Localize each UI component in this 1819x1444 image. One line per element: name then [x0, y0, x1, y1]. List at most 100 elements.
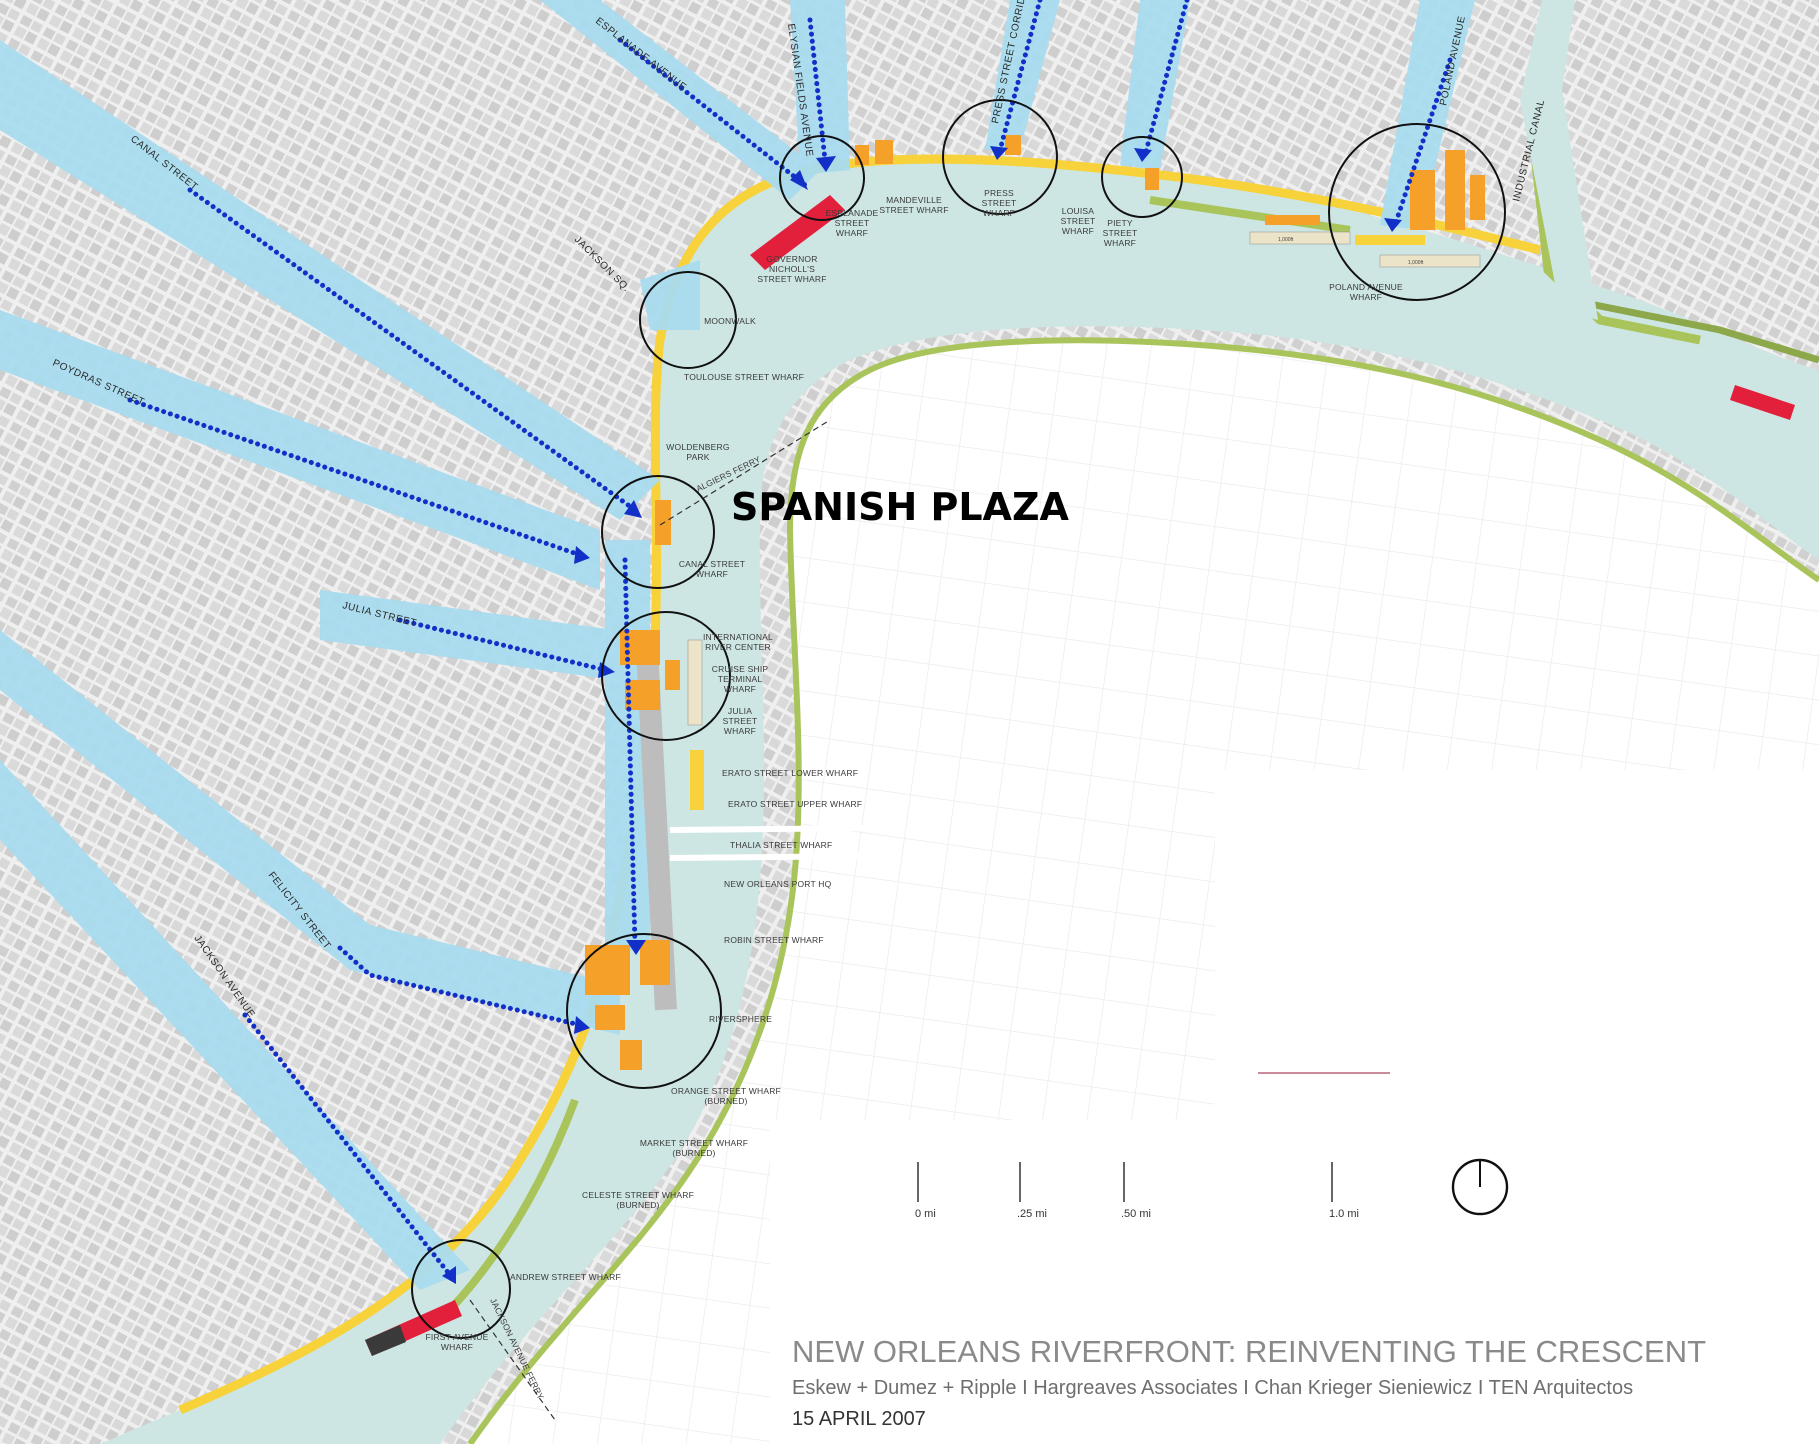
label-esplanade-wharf-3: WHARF	[836, 228, 868, 238]
label-piety-1: PIETY	[1107, 218, 1133, 228]
label-market-1: MARKET STREET WHARF	[640, 1138, 748, 1148]
label-canal-wharf-2: WHARF	[696, 569, 728, 579]
wharf-labels-burned: ORANGE STREET WHARF (BURNED) MARKET STRE…	[425, 1086, 780, 1352]
arrow-poland	[1392, 57, 1453, 228]
barge-poland	[1379, 254, 1481, 268]
label-erato-lower: ERATO STREET LOWER WHARF	[722, 768, 858, 778]
wharf-labels: ESPLANADE STREET WHARF MANDEVILLE STREET…	[666, 188, 1403, 736]
scale-label-100: 1.0 mi	[1329, 1208, 1359, 1220]
poland-corridor	[1380, 0, 1475, 230]
label-esplanade-wharf-1: ESPLANADE	[826, 208, 879, 218]
arrowhead-poland	[1384, 218, 1402, 232]
label-cruise-2: TERMINAL	[718, 674, 763, 684]
riversphere-site-3	[595, 1005, 625, 1030]
label-orange-1: ORANGE STREET WHARF	[671, 1086, 781, 1096]
circle-moonwalk	[639, 271, 737, 369]
poland-site-2	[1445, 150, 1465, 230]
circle-spanish-plaza	[601, 475, 715, 589]
label-julia-wharf-1: JULIA	[728, 706, 752, 716]
title-firms: Eskew + Dumez + Ripple I Hargreaves Asso…	[792, 1377, 1633, 1399]
jackson-ferry-route	[469, 1299, 556, 1421]
lower-ninth-levee	[1569, 296, 1819, 364]
label-julia-wharf-3: WHARF	[724, 726, 756, 736]
first-avenue-wharf-dark	[365, 1325, 406, 1356]
bridge-span-2	[669, 853, 881, 861]
arrow-tchoupitoulas	[622, 557, 638, 948]
port-warehouse-strip	[635, 639, 677, 1011]
louisa-site	[1265, 215, 1320, 225]
arrow-piety	[1142, 0, 1190, 158]
label-irc-2: RIVER CENTER	[705, 642, 771, 652]
riversphere-site-2	[640, 940, 670, 985]
label-market-2: (BURNED)	[672, 1148, 715, 1158]
press-site	[1005, 135, 1021, 155]
label-press-wharf-3: WHARF	[983, 208, 1015, 218]
label-irc-1: INTERNATIONAL	[703, 632, 773, 642]
barge-label-poland: 1,000ft	[1408, 260, 1424, 266]
arrowhead-elysian	[816, 156, 836, 172]
label-louisa-3: WHARF	[1062, 226, 1094, 236]
development-sites	[585, 135, 1485, 1070]
title-main: NEW ORLEANS RIVERFRONT: REINVENTING THE …	[792, 1334, 1706, 1369]
esplanade-site-2	[875, 140, 893, 164]
arrowhead-canal	[624, 500, 642, 518]
poland-site-1	[1410, 170, 1435, 230]
algiers-ferry-route	[659, 419, 831, 526]
arrow-felicity	[337, 945, 583, 1028]
elysian-fields-corridor	[790, 0, 850, 175]
label-woldenberg-2: PARK	[686, 452, 709, 462]
label-port-hq: NEW ORLEANS PORT HQ	[724, 879, 832, 889]
label-poland-wharf-2: WHARF	[1350, 292, 1382, 302]
arrow-elysian	[807, 17, 828, 163]
label-celeste-1: CELESTE STREET WHARF	[582, 1190, 694, 1200]
esplanade-corridor	[540, 0, 820, 200]
label-julia-wharf-2: STREET	[723, 716, 758, 726]
arrowhead-piety	[1134, 148, 1152, 162]
arrow-poydras	[127, 397, 583, 558]
canal-corridor	[0, 40, 660, 520]
label-celeste-2: (BURNED)	[616, 1200, 659, 1210]
riversphere-site-1	[585, 945, 630, 995]
piety-corridor	[1120, 0, 1190, 170]
label-cruise-1: CRUISE SHIP	[712, 664, 769, 674]
arrow-julia	[397, 617, 608, 673]
label-piety-2: STREET	[1103, 228, 1138, 238]
poydras-corridor	[0, 310, 600, 590]
arrow-jackson	[242, 1012, 453, 1278]
jackson-ave-corridor	[0, 760, 470, 1290]
poland-site-3	[1470, 175, 1485, 220]
irc-site-3	[665, 660, 680, 690]
arrowhead-poydras	[574, 546, 590, 564]
label-toulouse: TOULOUSE STREET WHARF	[684, 372, 804, 382]
label-orange-2: (BURNED)	[704, 1096, 747, 1106]
scale-label-25: .25 mi	[1017, 1208, 1047, 1220]
label-press-wharf-2: STREET	[982, 198, 1017, 208]
circle-esplanade	[779, 135, 865, 221]
label-woldenberg-1: WOLDENBERG	[666, 442, 729, 452]
arrowhead-tchoupitoulas	[626, 940, 646, 955]
label-governor-1: GOVERNOR	[766, 254, 817, 264]
riversphere-site-4	[620, 1040, 642, 1070]
spanish-plaza-callout: SPANISH PLAZA	[731, 485, 1070, 529]
label-louisa-2: STREET	[1061, 216, 1096, 226]
circle-press	[942, 99, 1058, 215]
felicity-corridor	[0, 630, 620, 1035]
arrowhead-jackson	[442, 1266, 456, 1284]
barge-cruise	[687, 639, 703, 726]
label-mandeville-2: STREET WHARF	[879, 205, 948, 215]
arrowhead-press	[990, 146, 1008, 160]
label-governor-3: STREET WHARF	[757, 274, 826, 284]
connection-arrows	[127, 0, 1453, 1278]
arrow-canal	[187, 187, 638, 513]
barge-louisa	[1249, 231, 1351, 245]
label-cruise-3: WHARF	[724, 684, 756, 694]
arrow-press	[997, 0, 1043, 153]
label-esplanade-wharf-2: STREET	[835, 218, 870, 228]
bridge-span-1	[669, 825, 881, 833]
label-first-ave-1: FIRST AVENUE	[425, 1332, 488, 1342]
piety-site	[1145, 168, 1159, 190]
label-canal-wharf-1: CANAL STREET	[679, 559, 745, 569]
west-bank-levee	[467, 337, 1819, 1444]
title-backdrop	[770, 1120, 1819, 1444]
label-press-wharf-1: PRESS	[984, 188, 1014, 198]
